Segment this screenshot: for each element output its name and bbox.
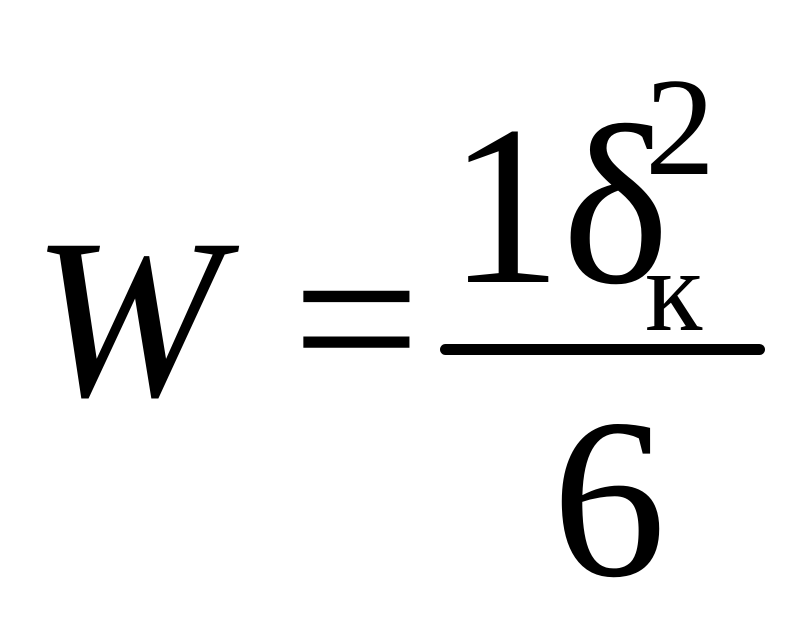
numerator-superscript: 2 — [645, 50, 715, 205]
fraction-denominator: 6 — [552, 373, 666, 625]
numerator-coefficient: 1 — [448, 80, 562, 332]
equals-sign: = — [292, 193, 421, 445]
fraction-numerator: 1δ — [448, 92, 669, 320]
fraction-bar — [440, 344, 765, 355]
lhs-variable: W — [32, 193, 222, 445]
numerator-subscript: к — [645, 225, 703, 356]
numerator-variable: δ — [562, 80, 670, 332]
